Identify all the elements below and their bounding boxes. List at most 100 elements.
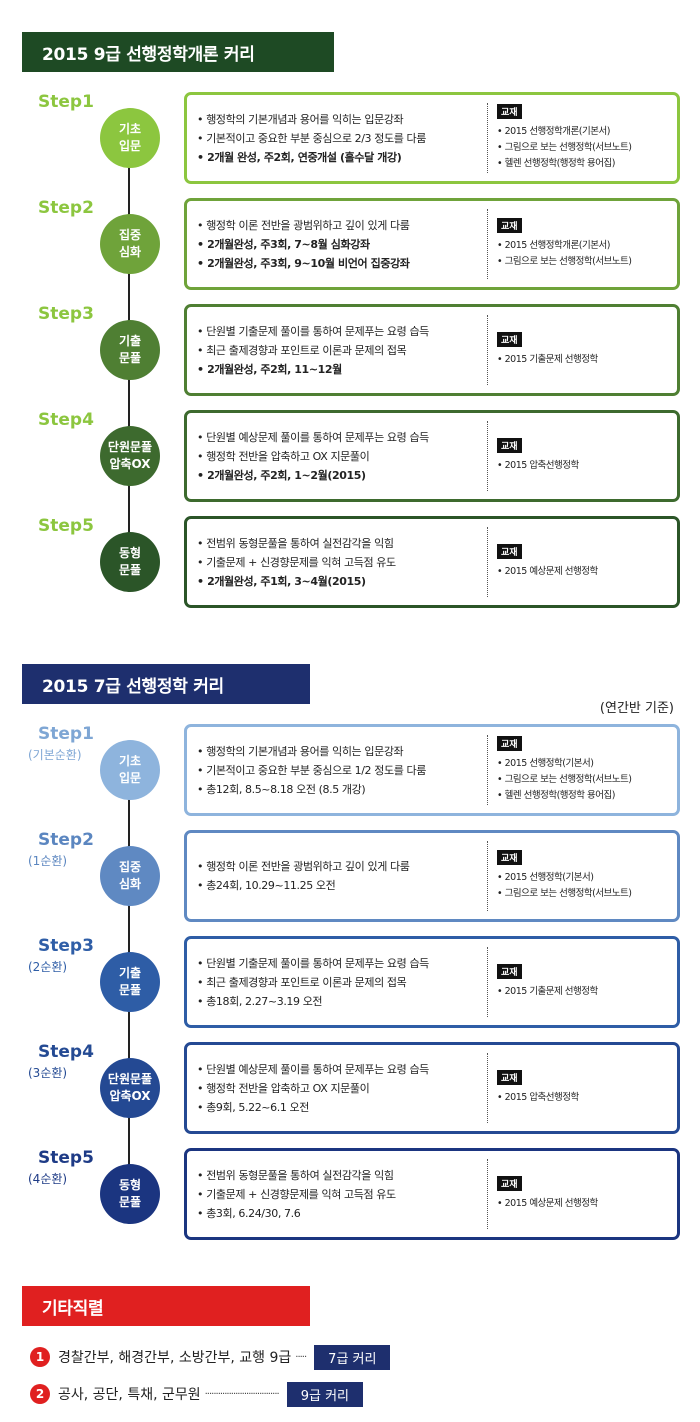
bullet-icon: •	[197, 343, 207, 357]
textbook-title: 2015 기출문제 선행정학	[504, 354, 599, 365]
description-text: 총12회, 8.5~8.18 오전 (8.5 개강)	[206, 782, 366, 796]
description-item: • 최근 출제경향과 포인트로 이론과 문제의 접목	[197, 341, 493, 360]
textbook-title: 2015 압축선행정학	[504, 460, 580, 471]
description-text: 행정학 전반을 압축하고 OX 지문풀이	[206, 449, 370, 463]
textbook-item: • 그림으로 보는 선행정학(서브노트)	[497, 254, 632, 270]
dotted-divider	[487, 527, 488, 597]
description-text: 총18회, 2.27~3.19 오전	[206, 994, 323, 1008]
description-list: • 단원별 기출문제 풀이를 통하여 문제푸는 요령 습득• 최근 출제경향과 …	[197, 307, 493, 393]
bullet-icon: •	[197, 1206, 207, 1220]
textbook-title: 2015 예상문제 선행정학	[504, 1198, 599, 1209]
description-item: • 단원별 예상문제 풀이를 통하여 문제푸는 요령 습득	[197, 428, 493, 447]
description-item: • 기본적이고 중요한 부분 중심으로 1/2 정도를 다룸	[197, 761, 493, 780]
step-label: Step3	[38, 936, 94, 956]
dotted-divider	[487, 947, 488, 1017]
description-item: • 행정학 이론 전반을 광범위하고 깊이 있게 다룸	[197, 857, 493, 876]
bullet-icon: •	[197, 1168, 207, 1182]
textbook-item: • 2015 선행정학개론(기본서)	[497, 238, 631, 254]
description-item: • 기출문제 + 신경향문제를 익혀 고득점 유도	[197, 1185, 493, 1204]
step-box: • 단원별 예상문제 풀이를 통하여 문제푸는 요령 습득• 행정학 전반을 압…	[184, 410, 680, 502]
description-item: • 2개월 완성, 주2회, 연중개설 (홀수달 개강)	[197, 148, 493, 167]
bullet-icon: •	[197, 430, 207, 444]
step-sublabel: (기본순환)	[28, 748, 82, 762]
etc-item-text: 경찰간부, 해경간부, 소방간부, 교행 9급	[58, 1350, 292, 1366]
description-text: 행정학 전반을 압축하고 OX 지문풀이	[206, 1081, 370, 1095]
dotted-divider	[487, 841, 488, 911]
textbook-tag: 교재	[497, 850, 522, 865]
bullet-icon: •	[197, 362, 208, 376]
curriculum-link[interactable]: 9급 커리	[286, 1381, 363, 1407]
description-item: • 최근 출제경향과 포인트로 이론과 문제의 접목	[197, 973, 493, 992]
description-list: • 행정학 이론 전반을 광범위하고 깊이 있게 다룸• 2개월완성, 주3회,…	[197, 201, 493, 287]
bullet-icon: •	[197, 763, 207, 777]
description-text: 전범위 동형문풀을 통하여 실전감각을 익힘	[206, 1168, 394, 1182]
description-text: 최근 출제경향과 포인트로 이론과 문제의 접목	[206, 975, 407, 989]
textbook-title: 그림으로 보는 선행정학(서브노트)	[504, 888, 632, 899]
textbook-item: • 2015 압축선행정학	[497, 458, 579, 474]
description-text: 단원별 예상문제 풀이를 통하여 문제푸는 요령 습득	[206, 1062, 429, 1076]
curriculum-link[interactable]: 7급 커리	[314, 1344, 391, 1370]
number-badge-2: 2	[30, 1384, 50, 1404]
step-sublabel: (2순환)	[28, 960, 68, 974]
bullet-icon: •	[497, 1198, 505, 1209]
step-box: • 행정학 이론 전반을 광범위하고 깊이 있게 다룸• 2개월완성, 주3회,…	[184, 198, 680, 290]
description-item: • 행정학의 기본개념과 용어를 익히는 입문강좌	[197, 110, 493, 129]
step-label: Step4	[38, 1042, 94, 1062]
bullet-icon: •	[197, 237, 208, 251]
description-item: • 행정학 이론 전반을 광범위하고 깊이 있게 다룸	[197, 216, 493, 235]
description-text: 기본적이고 중요한 부분 중심으로 1/2 정도를 다룸	[206, 763, 426, 777]
description-text: 2개월 완성, 주2회, 연중개설 (홀수달 개강)	[207, 150, 402, 164]
textbook-title: 2015 선행정학(기본서)	[504, 758, 594, 769]
textbook-item: • 2015 예상문제 선행정학	[497, 1196, 598, 1212]
description-text: 기본적이고 중요한 부분 중심으로 2/3 정도를 다룸	[206, 131, 426, 145]
description-list: • 행정학의 기본개념과 용어를 익히는 입문강좌• 기본적이고 중요한 부분 …	[197, 727, 493, 813]
textbook-title: 2015 선행정학(기본서)	[504, 872, 594, 883]
step-sublabel: (1순환)	[28, 854, 68, 868]
step-circle: 기출 문풀	[100, 952, 160, 1012]
description-text: 2개월완성, 주3회, 7~8월 심화강좌	[207, 237, 370, 251]
description-item: • 단원별 예상문제 풀이를 통하여 문제푸는 요령 습득	[197, 1060, 493, 1079]
bullet-icon: •	[197, 744, 207, 758]
description-list: • 전범위 동형문풀을 통하여 실전감각을 익힘• 기출문제 + 신경향문제를 …	[197, 519, 493, 605]
step-label: Step1	[38, 92, 94, 112]
bullet-icon: •	[497, 256, 505, 267]
textbook-title: 2015 선행정학개론(기본서)	[504, 240, 611, 251]
textbook-list: 교재• 2015 선행정학(기본서)• 그림으로 보는 선행정학(서브노트)• …	[497, 727, 632, 813]
description-item: • 2개월완성, 주1회, 3~4월(2015)	[197, 572, 493, 591]
description-item: • 2개월완성, 주2회, 1~2월(2015)	[197, 466, 493, 485]
description-item: • 전범위 동형문풀을 통하여 실전감각을 익힘	[197, 1166, 493, 1185]
step-circle: 집중 심화	[100, 214, 160, 274]
etc-item-2: 2 공사, 공단, 특채, 군무원 ······················…	[30, 1381, 363, 1407]
bullet-icon: •	[497, 986, 505, 997]
section1-header: 2015 9급 선행정학개론 커리	[22, 32, 334, 72]
textbook-title: 헬렌 선행정학(행정학 용어집)	[504, 158, 616, 169]
step-circle: 단원문풀 압축OX	[100, 1058, 160, 1118]
section2-note: (연간반 기준)	[599, 701, 674, 716]
description-item: • 총18회, 2.27~3.19 오전	[197, 992, 493, 1011]
bullet-icon: •	[197, 536, 207, 550]
bullet-icon: •	[197, 879, 207, 892]
textbook-title: 헬렌 선행정학(행정학 용어집)	[504, 790, 616, 801]
description-text: 전범위 동형문풀을 통하여 실전감각을 익힘	[206, 536, 394, 550]
description-text: 최근 출제경향과 포인트로 이론과 문제의 접목	[206, 343, 407, 357]
description-text: 총9회, 5.22~6.1 오전	[206, 1100, 309, 1114]
textbook-item: • 2015 압축선행정학	[497, 1090, 579, 1106]
bullet-icon: •	[197, 956, 207, 970]
bullet-icon: •	[197, 218, 207, 232]
step-box: • 행정학 이론 전반을 광범위하고 깊이 있게 다룸 • 총24회, 10.29…	[184, 830, 680, 922]
description-text: 기출문제 + 신경향문제를 익혀 고득점 유도	[206, 555, 396, 569]
textbook-title: 그림으로 보는 선행정학(서브노트)	[504, 774, 632, 785]
step-circle: 단원문풀 압축OX	[100, 426, 160, 486]
description-item: • 2개월완성, 주3회, 7~8월 심화강좌	[197, 235, 493, 254]
textbook-tag: 교재	[497, 332, 522, 347]
description-text: 총24회, 10.29~11.25 오전	[206, 879, 336, 892]
step-box: • 단원별 예상문제 풀이를 통하여 문제푸는 요령 습득• 행정학 전반을 압…	[184, 1042, 680, 1134]
section1-title: 2015 9급 선행정학개론 커리	[42, 44, 255, 65]
description-item: • 총3회, 6.24/30, 7.6	[197, 1204, 493, 1223]
bullet-icon: •	[197, 994, 207, 1008]
step-label: Step5	[38, 516, 94, 536]
step-circle: 집중 심화	[100, 846, 160, 906]
textbook-tag: 교재	[497, 1070, 522, 1085]
textbook-list: 교재• 2015 압축선행정학	[497, 413, 579, 499]
description-list: • 행정학의 기본개념과 용어를 익히는 입문강좌• 기본적이고 중요한 부분 …	[197, 95, 493, 181]
